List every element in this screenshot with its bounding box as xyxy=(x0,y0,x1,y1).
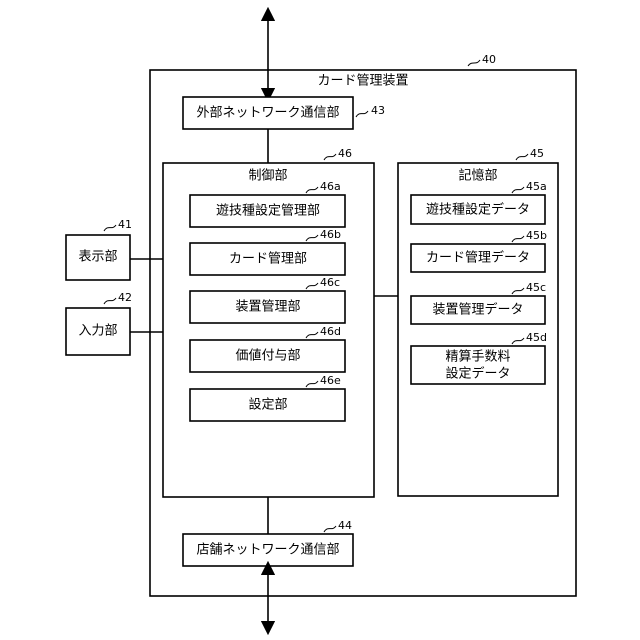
storage-item-label-line1: 精算手数料 xyxy=(445,350,510,365)
store-network-ref: 44 xyxy=(338,519,352,532)
display-label: 表示部 xyxy=(78,250,117,265)
control-item-label: 装置管理部 xyxy=(235,300,300,315)
control-item-label: 遊技種設定管理部 xyxy=(216,203,320,219)
external-network-label: 外部ネットワーク通信部 xyxy=(196,106,339,121)
input-ref: 42 xyxy=(118,291,132,304)
store-network-ref-leader xyxy=(324,526,336,532)
storage-item-label: カード管理データ xyxy=(426,250,530,266)
storage-item-label-line2: 設定データ xyxy=(445,366,510,382)
external-network-ref-leader xyxy=(356,111,368,117)
storage-title: 記憶部 xyxy=(458,168,497,184)
device-ref: 40 xyxy=(482,53,496,66)
input-ref-leader xyxy=(104,298,116,304)
storage-item-label: 遊技種設定データ xyxy=(426,202,530,218)
storage-item-label: 装置管理データ xyxy=(432,302,523,318)
input-label: 入力部 xyxy=(78,324,117,339)
storage-item-ref: 45b xyxy=(526,229,547,242)
display-ref-leader xyxy=(104,225,116,231)
control-item-ref: 46c xyxy=(320,276,340,289)
control-ref-leader xyxy=(324,154,336,160)
control-ref: 46 xyxy=(338,147,352,160)
external-network-ref: 43 xyxy=(371,104,385,117)
storage-item-ref: 45d xyxy=(526,331,547,344)
control-item-label: 価値付与部 xyxy=(235,348,300,364)
control-item-ref: 46a xyxy=(320,180,341,193)
control-item-ref: 46e xyxy=(320,374,341,387)
control-item-ref: 46d xyxy=(320,325,341,338)
storage-ref-leader xyxy=(516,154,528,160)
storage-ref: 45 xyxy=(530,147,544,160)
storage-item-ref: 45a xyxy=(526,180,547,193)
device-ref-leader xyxy=(468,60,480,66)
control-item-label: 設定部 xyxy=(248,397,287,413)
display-ref: 41 xyxy=(118,218,132,231)
device-title: カード管理装置 xyxy=(317,74,408,89)
storage-item-ref: 45c xyxy=(526,281,546,294)
store-network-label: 店舗ネットワーク通信部 xyxy=(196,543,339,558)
control-title: 制御部 xyxy=(248,169,287,184)
control-item-label: カード管理部 xyxy=(229,252,307,267)
control-item-ref: 46b xyxy=(320,228,341,241)
